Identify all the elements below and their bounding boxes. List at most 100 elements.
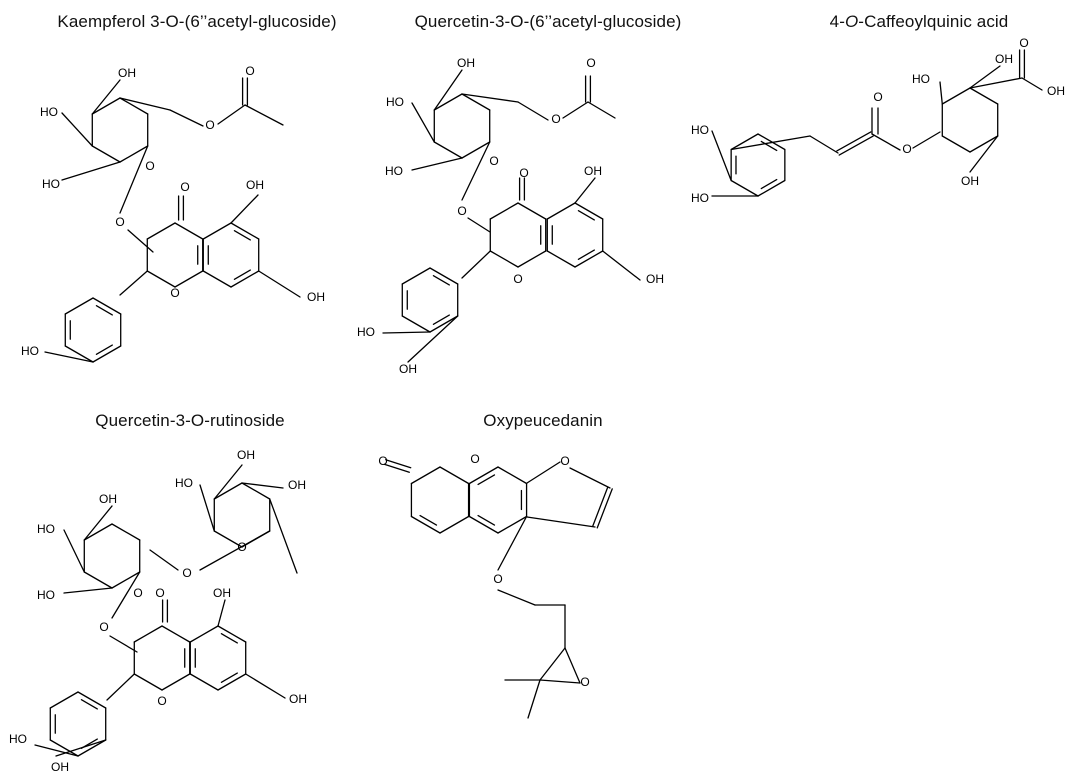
- bond: [574, 177, 596, 204]
- atom-label: HO: [912, 72, 930, 86]
- atom-label: HO: [357, 325, 375, 339]
- atom-label: HO: [9, 732, 27, 746]
- bond: [546, 202, 576, 220]
- bond: [217, 104, 246, 125]
- bond: [119, 270, 148, 296]
- compound-title-quercetin-rutinoside: Quercetin-3-O-rutinoside: [95, 411, 285, 430]
- bond: [217, 673, 247, 691]
- aromatic-bond-line: [95, 305, 113, 316]
- bond: [61, 161, 121, 181]
- bond: [174, 222, 204, 240]
- atom-label: OH: [246, 178, 264, 192]
- atom-label: OH: [399, 362, 417, 376]
- bond: [63, 529, 85, 573]
- bond: [711, 130, 732, 182]
- aromatic-bond-line: [80, 699, 98, 710]
- bond: [133, 673, 163, 691]
- bond: [230, 270, 260, 288]
- title-italic: O: [844, 12, 859, 31]
- bond: [730, 135, 811, 151]
- bond: [407, 315, 459, 363]
- bond: [230, 222, 260, 240]
- atom-label: OH: [213, 586, 231, 600]
- bond: [83, 523, 113, 541]
- atom-label: O: [145, 159, 154, 173]
- atom-label: O: [155, 586, 164, 600]
- bond: [111, 523, 141, 541]
- bond: [401, 267, 431, 285]
- bond: [161, 673, 191, 691]
- bond: [461, 93, 491, 111]
- bond: [969, 87, 999, 105]
- bond: [189, 673, 219, 691]
- atom-label: O: [182, 566, 191, 580]
- atom-label: O: [902, 142, 911, 156]
- atom-label: O: [1019, 36, 1028, 50]
- bond: [730, 133, 759, 151]
- bond: [83, 571, 113, 589]
- bond: [119, 145, 149, 163]
- aromatic-bond-line: [577, 210, 595, 221]
- bond: [161, 625, 191, 643]
- bond: [202, 270, 232, 288]
- bond: [941, 135, 971, 153]
- atom-label: OH: [237, 448, 255, 462]
- atom-label: OH: [307, 290, 325, 304]
- atom-label: O: [493, 572, 502, 586]
- bond: [871, 133, 901, 151]
- atom-label: OH: [99, 492, 117, 506]
- bond: [34, 744, 79, 757]
- atom-label: OH: [457, 56, 475, 70]
- atom-label: OH: [961, 174, 979, 188]
- bond: [433, 141, 463, 159]
- bond: [92, 297, 122, 315]
- atom-label: OH: [584, 164, 602, 178]
- bond: [574, 250, 604, 268]
- atom-label: O: [157, 694, 166, 708]
- atom-label: O: [551, 112, 560, 126]
- atom-label: OH: [1047, 84, 1065, 98]
- bond: [564, 647, 581, 684]
- bond: [489, 202, 519, 220]
- atom-label: OH: [995, 52, 1013, 66]
- bond: [174, 270, 204, 288]
- double-bond-line: [592, 486, 609, 527]
- atom-label: O: [873, 90, 882, 104]
- bond: [199, 530, 271, 571]
- atom-label: O: [489, 154, 498, 168]
- aromatic-bond-line: [220, 672, 238, 683]
- bond: [546, 250, 576, 268]
- bond: [517, 250, 547, 268]
- bond: [109, 635, 138, 653]
- bond: [217, 625, 247, 643]
- atom-label: O: [513, 272, 522, 286]
- bond: [91, 145, 121, 163]
- bond: [461, 141, 491, 201]
- atom-label: HO: [42, 177, 60, 191]
- bond: [468, 515, 499, 534]
- aromatic-bond-line: [477, 514, 496, 526]
- atom-label: O: [99, 620, 108, 634]
- bond: [941, 87, 971, 105]
- atom-label: HO: [175, 476, 193, 490]
- compound-title-caffeoylquinic-acid: 4-O-Caffeoylquinic acid: [830, 12, 1009, 32]
- aromatic-bond-line: [220, 633, 238, 644]
- bond: [757, 179, 786, 197]
- bond: [497, 589, 536, 606]
- bond: [574, 202, 604, 220]
- bond: [401, 315, 431, 333]
- atom-label: O: [470, 452, 479, 466]
- bond: [119, 97, 171, 111]
- bond: [429, 267, 459, 285]
- bond: [539, 647, 566, 681]
- atom-label: O: [560, 454, 569, 468]
- compound-title-kaempferol-acetylglucoside: Kaempferol 3-O-(6’’acetyl-glucoside): [57, 12, 337, 31]
- aromatic-bond-line: [233, 230, 251, 241]
- bond: [587, 101, 616, 119]
- bond: [461, 250, 491, 279]
- bond: [44, 351, 94, 363]
